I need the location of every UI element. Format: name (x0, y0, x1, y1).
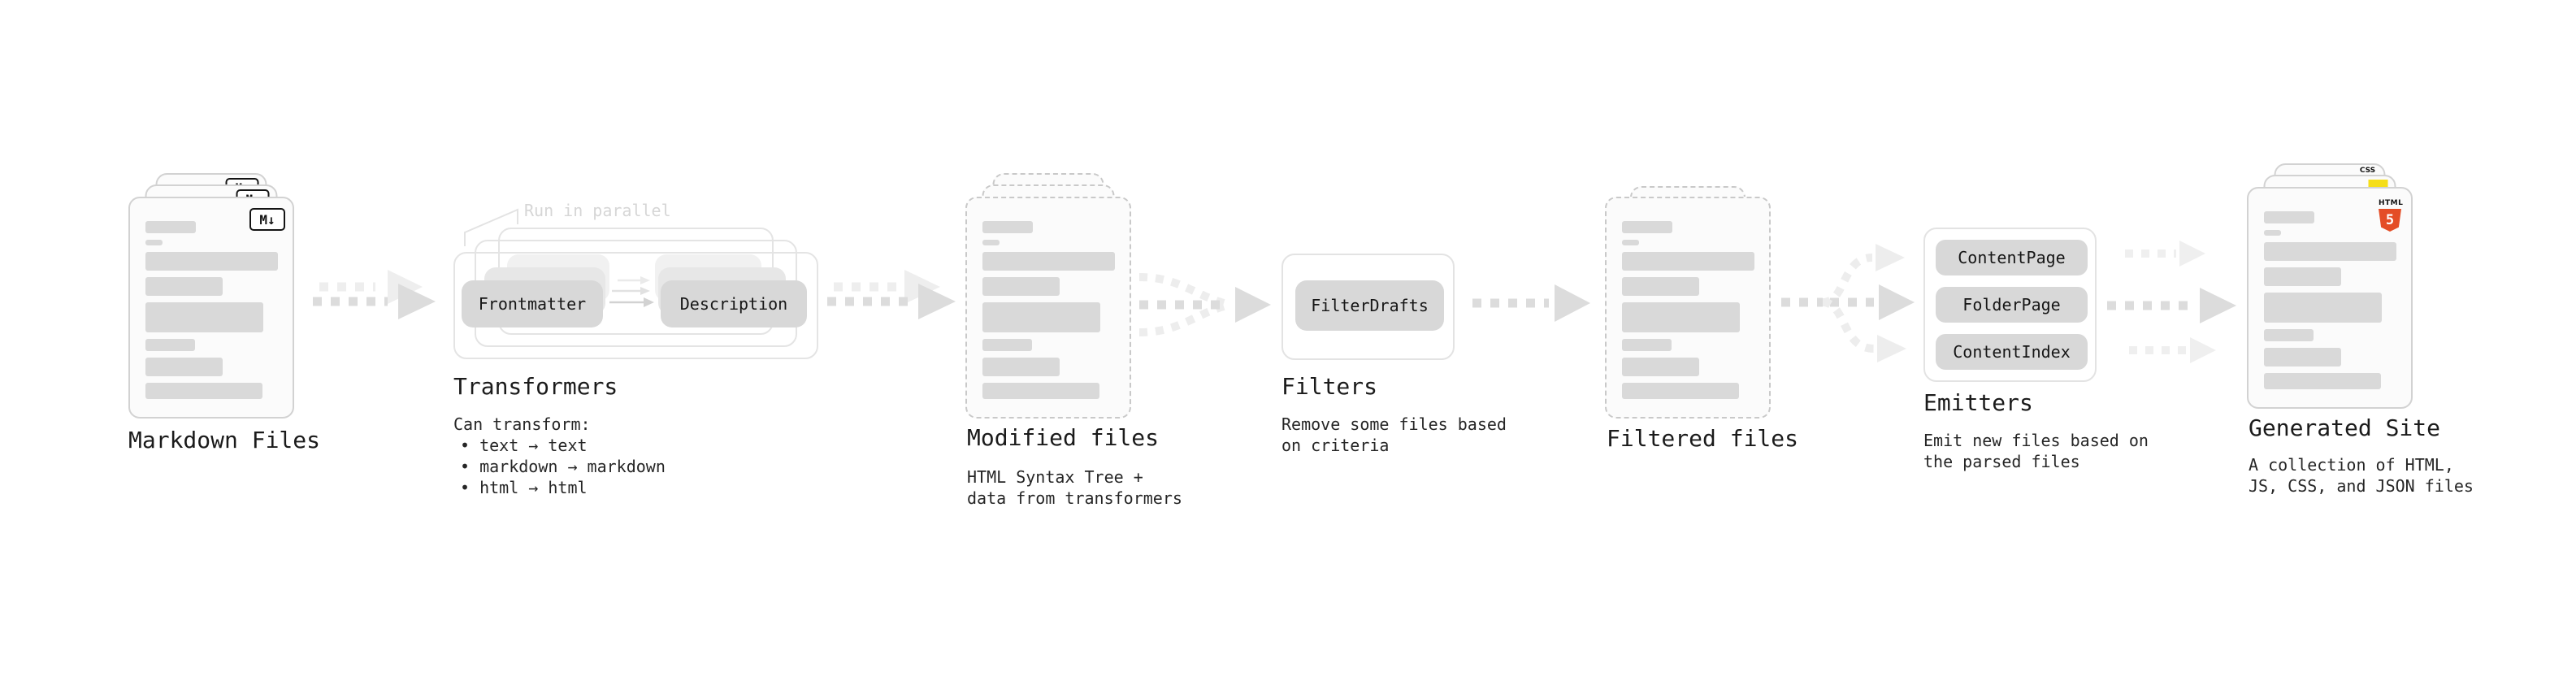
content-bar (982, 302, 1101, 332)
desc-bullet: • text → text (460, 436, 588, 455)
content-bar (982, 240, 1000, 245)
arrow-markdown-to-transformers (313, 270, 436, 319)
content-bar (2264, 230, 2281, 236)
content-bar (2264, 348, 2342, 367)
stage-label-filtered-files: Filtered files (1607, 425, 1799, 452)
content-bar (1622, 240, 1639, 245)
modified-files-stack (965, 173, 1131, 419)
filtered-files-stack (1605, 186, 1771, 419)
content-bar (145, 339, 195, 351)
content-bar (2264, 242, 2396, 261)
stage-label-filters: Filters (1281, 373, 1378, 400)
content-bar (982, 383, 1099, 399)
html5-logo-word: HTML (2379, 199, 2404, 207)
filters-container: FilterDrafts (1281, 254, 1455, 360)
stage-label-markdown-files: Markdown Files (128, 427, 321, 453)
content-bar (1622, 221, 1673, 233)
transformers-frame (453, 252, 818, 359)
doc-card-front (1605, 197, 1771, 419)
content-bar (145, 240, 163, 245)
doc-card-front: HTML 5 (2247, 187, 2413, 409)
stage-desc-emitters: Emit new files based on the parsed files (1923, 430, 2149, 472)
content-bar (2264, 373, 2381, 389)
description-box: Description (661, 280, 807, 327)
emitter-box-contentindex: ContentIndex (1936, 334, 2088, 370)
content-bar (2264, 329, 2314, 341)
arrow-transformers-to-modified (827, 270, 956, 319)
stage-desc-transformers: Can transform: • text → text • markdown … (453, 414, 666, 498)
desc-line: JS, CSS, and JSON files (2249, 476, 2474, 496)
content-bar (145, 252, 278, 271)
content-bar (982, 221, 1034, 233)
content-bar (982, 277, 1060, 296)
desc-bullet: • html → html (460, 478, 588, 497)
desc-line: HTML Syntax Tree + (967, 467, 1143, 487)
run-in-parallel-annotation: Run in parallel (524, 201, 671, 220)
content-bar (1622, 339, 1672, 351)
content-bar (982, 339, 1032, 351)
desc-line: on criteria (1281, 436, 1390, 455)
emitter-box-contentpage: ContentPage (1936, 240, 2088, 275)
arrow-filters-to-filtered (1472, 284, 1590, 322)
doc-card-front: M↓ (128, 197, 294, 419)
emitters-container: ContentPage FolderPage ContentIndex (1923, 228, 2097, 382)
frontmatter-box: Frontmatter (462, 280, 603, 327)
transformers-group: Frontmatter Description (453, 228, 818, 359)
arrow-emitters-to-generated (2107, 241, 2236, 363)
desc-line: Can transform: (453, 414, 591, 434)
content-bar (1622, 383, 1739, 399)
desc-line: Remove some files based (1281, 414, 1507, 434)
markdown-files-stack: M↓ M↓ M↓ (128, 173, 294, 419)
stage-desc-modified-files: HTML Syntax Tree + data from transformer… (967, 466, 1182, 509)
content-bar (2264, 211, 2315, 223)
desc-line: A collection of HTML, (2249, 455, 2454, 475)
markdown-badge-icon: M↓ (249, 208, 285, 231)
filterdrafts-box: FilterDrafts (1295, 280, 1444, 331)
leader-line (464, 208, 518, 246)
content-bar (145, 383, 262, 399)
stage-label-modified-files: Modified files (967, 424, 1160, 451)
stage-desc-filters: Remove some files based on criteria (1281, 414, 1507, 456)
content-bar (2264, 267, 2342, 286)
stage-label-emitters: Emitters (1923, 389, 2033, 416)
parallel-arrows-icon (609, 276, 654, 307)
stage-desc-generated-site: A collection of HTML, JS, CSS, and JSON … (2249, 454, 2474, 497)
desc-line: Emit new files based on (1923, 431, 2149, 450)
stage-label-transformers: Transformers (453, 373, 618, 400)
content-bar (1622, 277, 1700, 296)
html5-logo-shield: 5 (2379, 209, 2401, 232)
arrow-filtered-to-emitters (1781, 244, 1915, 362)
content-bar (982, 252, 1115, 271)
desc-bullet: • markdown → markdown (460, 457, 666, 476)
arrow-modified-to-filters (1138, 273, 1271, 336)
doc-card-front (965, 197, 1131, 419)
content-bar (1622, 358, 1700, 376)
desc-line: the parsed files (1923, 452, 2080, 471)
content-bar (1622, 302, 1741, 332)
content-bar (2264, 293, 2383, 323)
content-bar (145, 221, 197, 233)
desc-line: data from transformers (967, 488, 1182, 508)
emitter-box-folderpage: FolderPage (1936, 287, 2088, 323)
content-bar (1622, 252, 1754, 271)
content-bar (145, 277, 223, 296)
generated-site-stack: CSS HTML 5 (2247, 163, 2413, 409)
html5-logo-icon: HTML 5 (2379, 193, 2404, 232)
content-bar (982, 358, 1060, 376)
content-bar (145, 358, 223, 376)
stage-label-generated-site: Generated Site (2249, 414, 2441, 441)
content-bar (145, 302, 264, 332)
